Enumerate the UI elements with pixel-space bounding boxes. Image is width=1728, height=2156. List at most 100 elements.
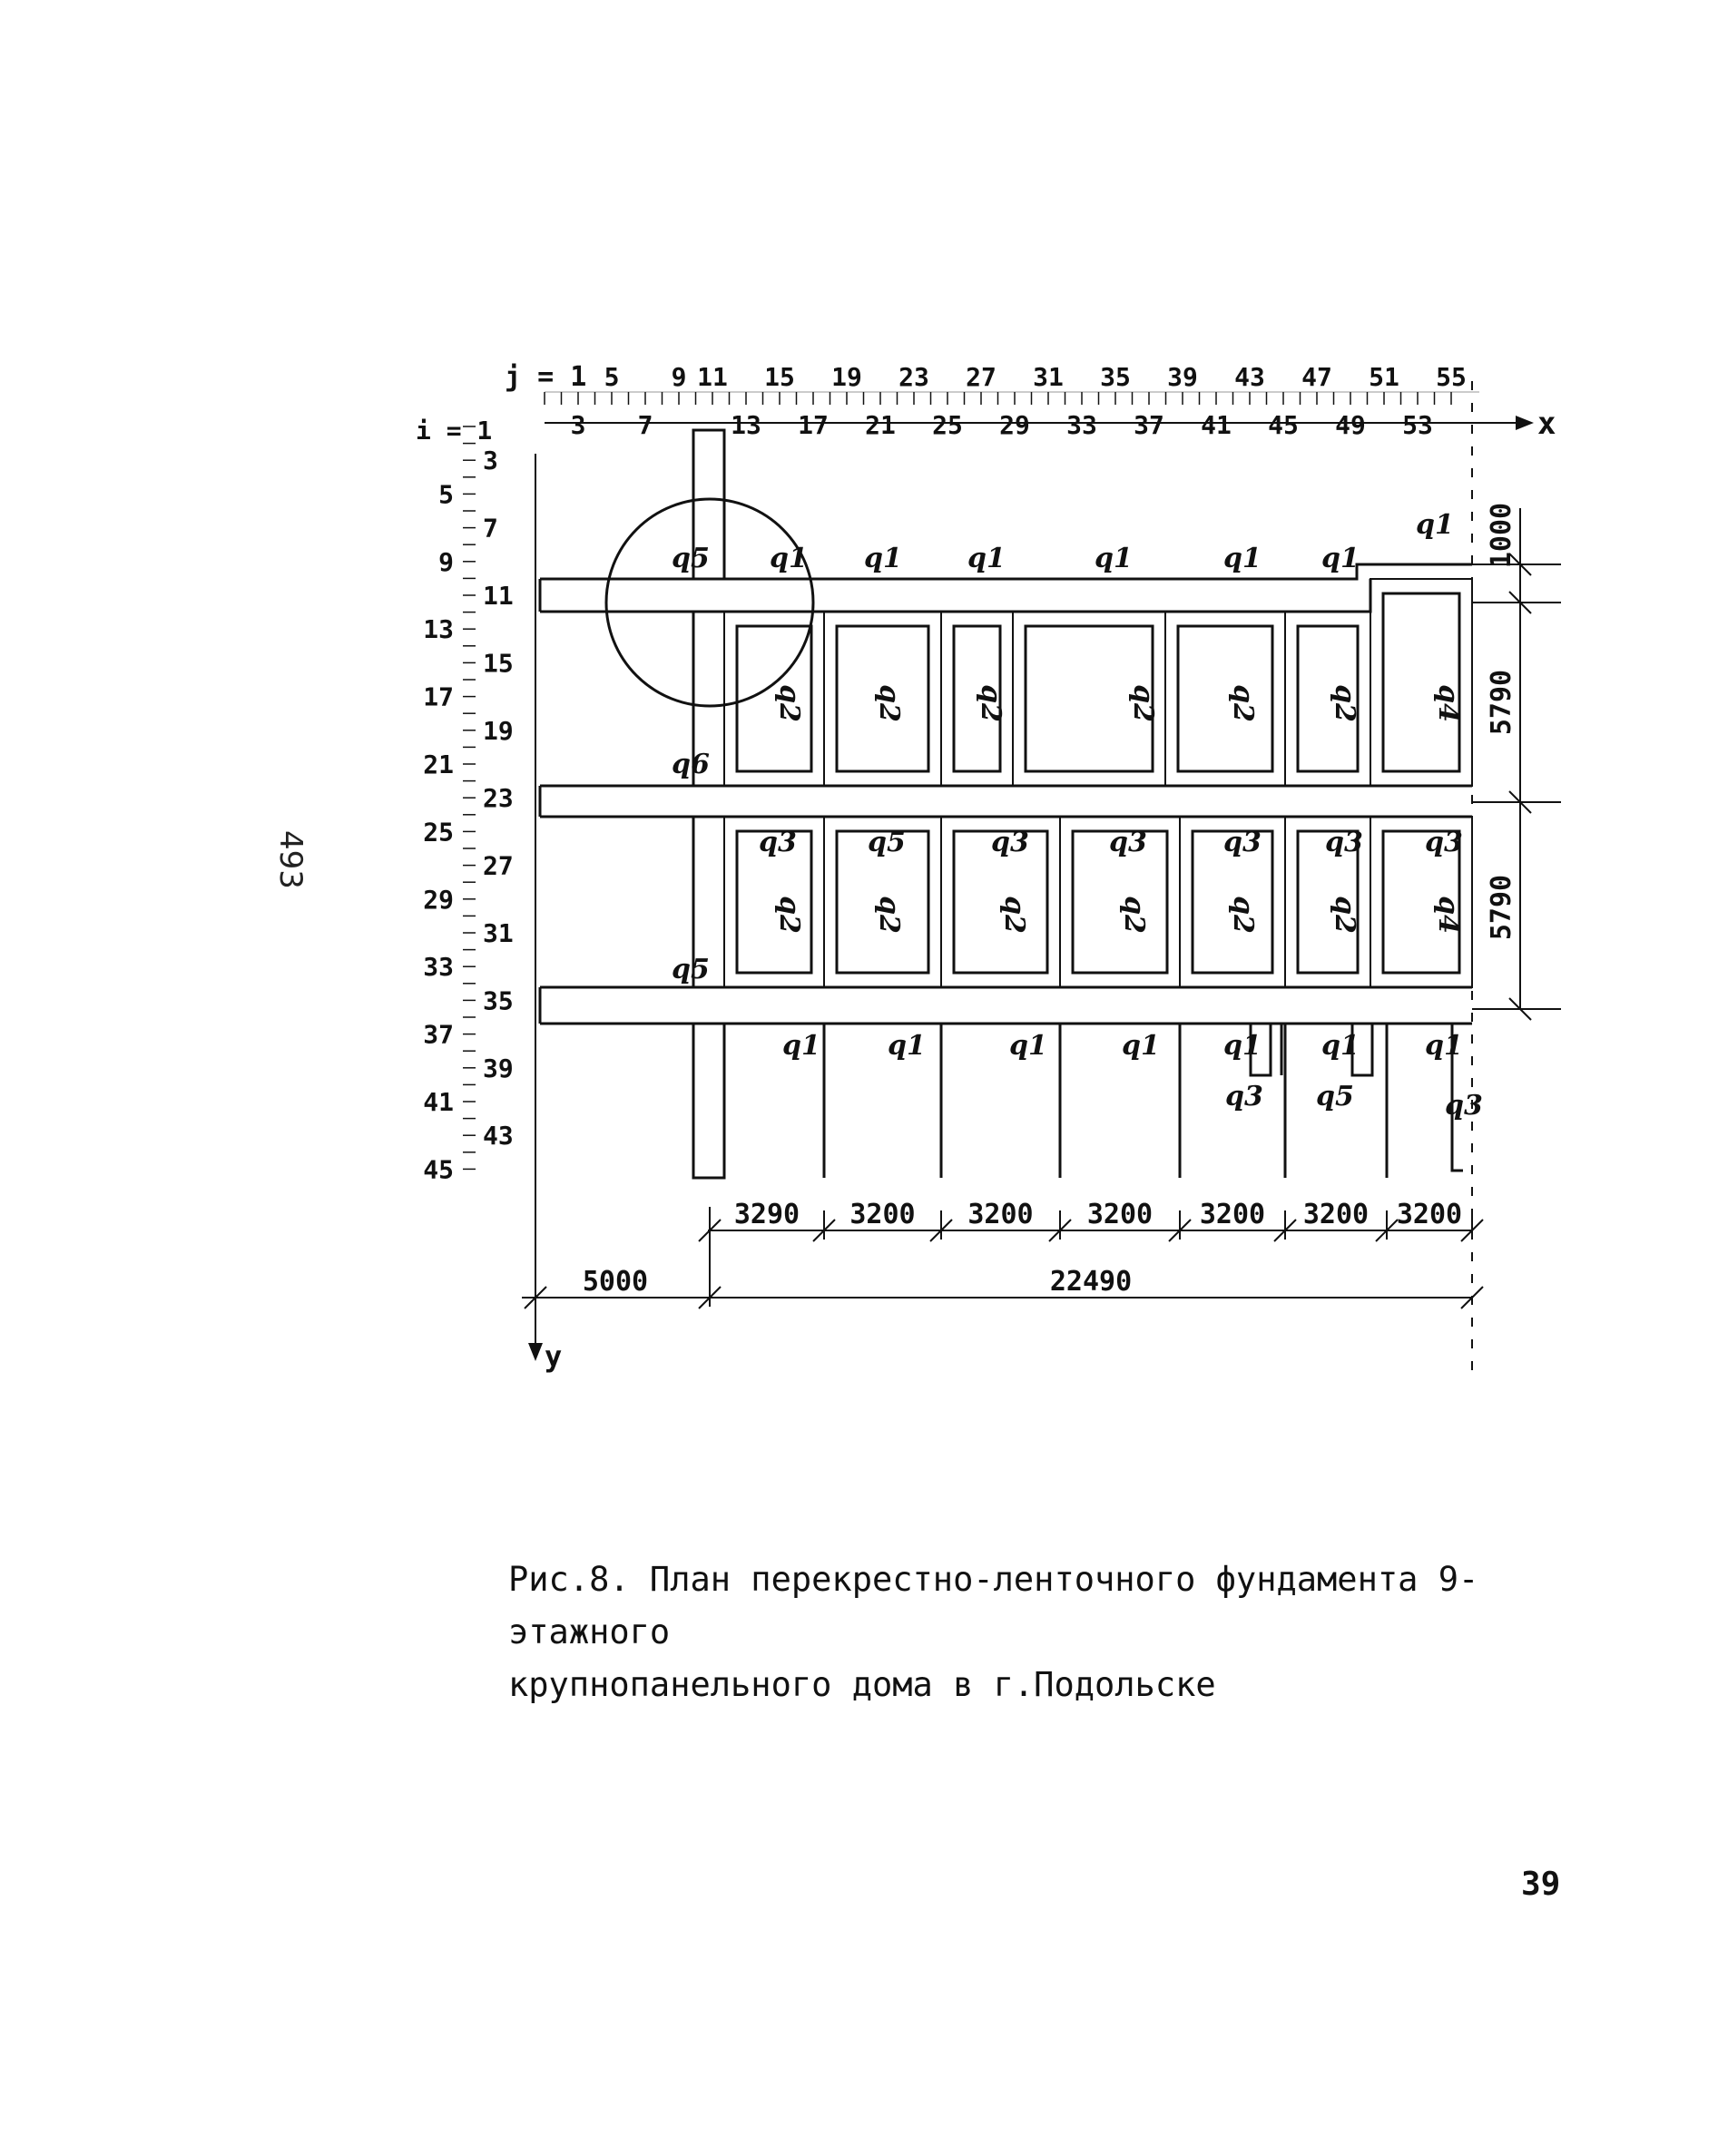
load-label: q1 <box>1095 543 1133 574</box>
bay-dimension: 3200 <box>849 1199 915 1230</box>
load-label: q2 <box>1329 896 1360 934</box>
top-label: 5 <box>604 362 620 392</box>
load-label: q1 <box>888 1030 926 1062</box>
left-dimension: 5000 <box>583 1266 648 1298</box>
load-label: q3 <box>1425 827 1463 858</box>
left-label: 23 <box>483 783 514 813</box>
right-dimension: 5790 <box>1486 670 1517 735</box>
left-label: 45 <box>423 1154 454 1184</box>
load-label: q3 <box>1109 827 1147 858</box>
top-label: 11 <box>697 362 728 392</box>
left-label: 3 <box>483 446 498 475</box>
top-label: 7 <box>638 410 653 440</box>
top-label: 17 <box>798 410 829 440</box>
load-label: q5 <box>868 827 906 858</box>
load-label: q3 <box>759 827 797 858</box>
top-label: 33 <box>1066 410 1097 440</box>
left-label: 33 <box>423 952 454 982</box>
load-label: q1 <box>1009 1030 1047 1062</box>
cell-pad <box>1191 829 1274 975</box>
cell-pad <box>735 624 813 773</box>
top-label: 41 <box>1201 410 1232 440</box>
load-label: q2 <box>975 684 1006 722</box>
left-label: 9 <box>438 547 454 577</box>
axis-y-label: y <box>545 1339 562 1374</box>
top-label: 55 <box>1436 362 1467 392</box>
dim-tick <box>698 1286 722 1309</box>
top-tick-ruler <box>544 392 1452 405</box>
load-label: q2 <box>773 684 805 722</box>
left-label: 11 <box>483 581 514 611</box>
axis-i-label: i = 1 <box>416 416 492 446</box>
load-label: q1 <box>967 543 1006 574</box>
left-label: 17 <box>423 682 454 712</box>
left-label: 31 <box>483 918 514 948</box>
cell-pad <box>1296 829 1360 975</box>
load-label: q3 <box>1325 827 1363 858</box>
left-label: 29 <box>423 885 454 915</box>
bay-dimension: 3200 <box>1087 1199 1153 1230</box>
top-label: 49 <box>1335 410 1366 440</box>
top-label: 37 <box>1134 410 1164 440</box>
top-label: 43 <box>1234 362 1265 392</box>
load-label: q2 <box>1329 684 1360 722</box>
left-label: 37 <box>423 1020 454 1050</box>
top-label: 25 <box>932 410 963 440</box>
top-label: 47 <box>1301 362 1332 392</box>
top-label: 13 <box>731 410 761 440</box>
top-label: 29 <box>999 410 1030 440</box>
cell-pad <box>735 829 813 975</box>
top-label: 51 <box>1369 362 1399 392</box>
cell-pad <box>952 624 1002 773</box>
load-label: q1 <box>770 543 808 574</box>
highlight-circle <box>604 497 815 708</box>
load-label: q1 <box>782 1030 820 1062</box>
load-label: q3 <box>991 827 1029 858</box>
left-vertical-strip <box>692 428 726 1180</box>
left-tick-ruler <box>463 426 476 1171</box>
top-label: 31 <box>1033 362 1064 392</box>
foundation-plan-drawing: j = 1 i = 1 x y 591115192327313539434751… <box>416 361 1561 1379</box>
load-label: q1 <box>1321 1030 1360 1062</box>
left-label: 5 <box>438 479 454 509</box>
dim-tick <box>524 1286 547 1309</box>
load-label: q1 <box>1425 1030 1463 1062</box>
total-dimension: 22490 <box>1050 1266 1132 1298</box>
caption-line-2: крупнопанельного дома в г.Подольске <box>508 1665 1216 1704</box>
axis-x-label: x <box>1537 406 1556 442</box>
left-label: 15 <box>483 648 514 678</box>
top-label: 27 <box>966 362 997 392</box>
load-label: q2 <box>998 896 1030 934</box>
load-label: q5 <box>672 954 710 985</box>
foundation-cells <box>723 578 1473 988</box>
left-label: 41 <box>423 1087 454 1117</box>
load-label: q5 <box>672 543 710 574</box>
load-label: q2 <box>1227 896 1259 934</box>
cell-pad <box>1381 829 1461 975</box>
page-number: 39 <box>1521 1866 1561 1903</box>
cell-pad <box>835 624 930 773</box>
bottom-strips <box>822 1024 1463 1178</box>
cell-pad <box>1176 624 1274 773</box>
top-label: 35 <box>1100 362 1131 392</box>
load-label: q4 <box>1432 896 1464 934</box>
load-label: q2 <box>873 896 905 934</box>
top-label: 23 <box>898 362 929 392</box>
load-label: q1 <box>864 543 902 574</box>
left-label: 39 <box>483 1054 514 1083</box>
side-code: 493 <box>272 830 309 889</box>
cell-pad <box>952 829 1049 975</box>
load-label: q5 <box>1316 1081 1354 1112</box>
left-label: 21 <box>423 750 454 779</box>
left-label: 35 <box>483 985 514 1015</box>
left-label: 7 <box>483 514 498 544</box>
cell-pad <box>1381 592 1461 773</box>
load-label: q1 <box>1223 1030 1262 1062</box>
load-label: q3 <box>1225 1081 1263 1112</box>
load-label: q1 <box>1122 1030 1160 1062</box>
left-label: 25 <box>423 817 454 847</box>
